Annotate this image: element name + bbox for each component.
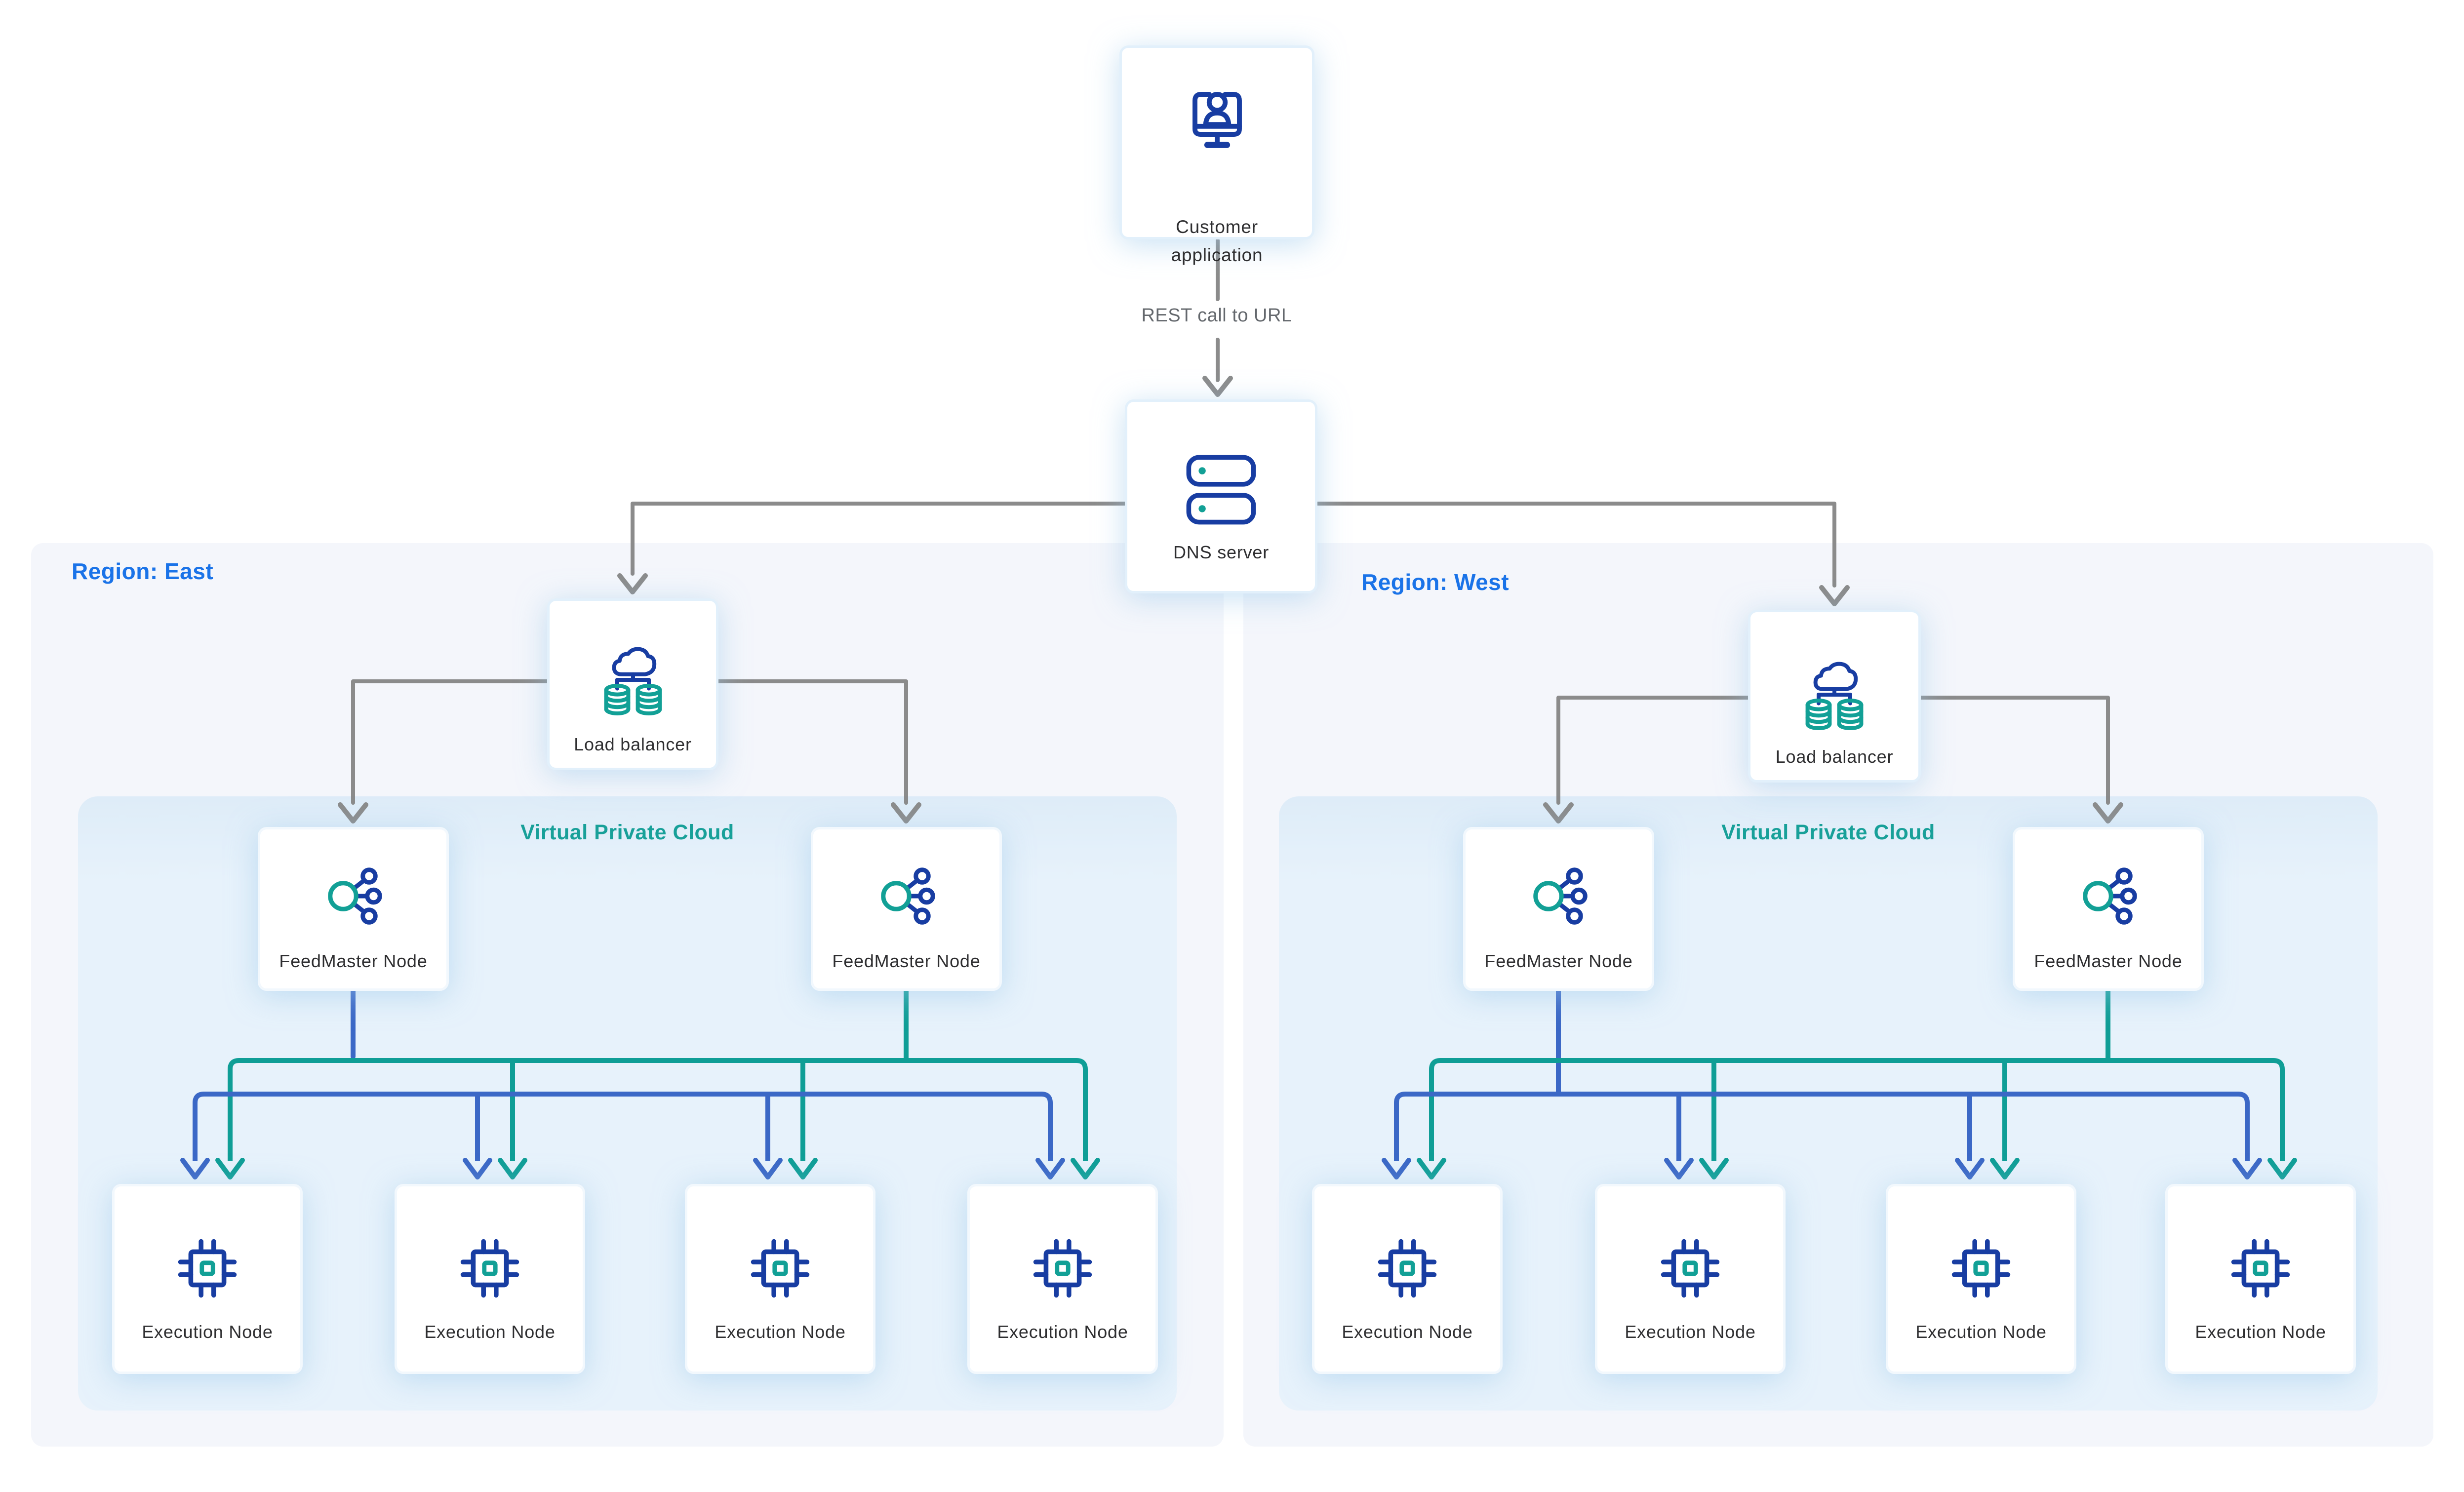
arrow-blue-en-west-3 — [1955, 1158, 1985, 1179]
node-feedmaster-west-1: FeedMaster Node — [1463, 827, 1654, 991]
node-customer-application: Customer application — [1119, 45, 1314, 265]
arrow-teal-en-west-4 — [2267, 1158, 2297, 1179]
arrow-blue-en-east-4 — [1035, 1158, 1065, 1179]
node-execution-east-1: Execution Node — [112, 1184, 303, 1374]
arrow-teal-en-west-2 — [1699, 1158, 1729, 1179]
edge-lb-east-to-fm-east-2 — [716, 679, 908, 805]
edge-lb-east-to-fm-east-1 — [351, 679, 549, 805]
edge-lb-west-to-fm-west-2-arrowhead — [2093, 802, 2123, 824]
feedmaster-node-icon — [2071, 859, 2146, 933]
load-balancer-icon — [1795, 659, 1874, 738]
node-label: DNS server — [1173, 542, 1270, 562]
execution-node-icon — [2221, 1229, 2300, 1308]
arrow-blue-en-east-2 — [463, 1158, 492, 1179]
edge-lb-east-to-fm-east-2-arrowhead — [891, 802, 921, 824]
arrow-blue-en-east-1 — [180, 1158, 210, 1179]
node-label: Execution Node — [997, 1322, 1128, 1342]
bus-blue-east — [193, 1092, 1053, 1161]
execution-node-icon — [1942, 1229, 2021, 1308]
node-label: Execution Node — [1915, 1322, 2047, 1342]
node-label: FeedMaster Node — [2034, 951, 2183, 971]
region-west-label: Region: West — [1361, 569, 1510, 595]
node-execution-east-2: Execution Node — [395, 1184, 585, 1374]
execution-node-icon — [168, 1229, 247, 1308]
arrow-teal-en-east-4 — [1071, 1158, 1100, 1179]
bus-blue-west — [1394, 1092, 2250, 1161]
node-label: FeedMaster Node — [1484, 951, 1633, 971]
node-execution-west-3: Execution Node — [1886, 1184, 2076, 1374]
node-execution-east-3: Execution Node — [685, 1184, 875, 1374]
edge-dns-to-lb-west — [1315, 502, 1836, 588]
load-balancer-icon — [594, 644, 673, 723]
edge-lb-west-to-fm-west-1 — [1556, 696, 1750, 805]
execution-node-icon — [1368, 1229, 1447, 1308]
node-execution-west-1: Execution Node — [1312, 1184, 1503, 1374]
node-feedmaster-east-1: FeedMaster Node — [258, 827, 449, 991]
node-label: FeedMaster Node — [832, 951, 981, 971]
vpc-west-label: Virtual Private Cloud — [1721, 821, 1935, 844]
execution-node-icon — [450, 1229, 529, 1308]
arrow-blue-en-west-4 — [2232, 1158, 2262, 1179]
node-load-balancer-east: Load balancer — [547, 598, 718, 770]
edge-dns-to-lb-east-arrowhead — [617, 573, 648, 594]
node-feedmaster-west-2: FeedMaster Node — [2013, 827, 2204, 991]
node-label: Execution Node — [2195, 1322, 2326, 1342]
vpc-east-label: Virtual Private Cloud — [520, 821, 734, 844]
rest-call-label: REST call to URL — [1141, 305, 1292, 326]
arrow-teal-en-east-1 — [215, 1158, 245, 1179]
node-feedmaster-east-2: FeedMaster Node — [811, 827, 1002, 991]
edge-lb-east-to-fm-east-1-arrowhead — [338, 802, 368, 824]
node-execution-west-2: Execution Node — [1595, 1184, 1786, 1374]
node-label: Execution Node — [715, 1322, 846, 1342]
node-label: Execution Node — [1625, 1322, 1756, 1342]
node-load-balancer-west: Load balancer — [1748, 610, 1921, 783]
edge-dns-to-lb-west-arrowhead — [1819, 585, 1850, 606]
node-execution-west-4: Execution Node — [2165, 1184, 2356, 1374]
customer-application-icon — [1173, 77, 1262, 165]
arrow-blue-en-west-1 — [1382, 1158, 1411, 1179]
node-label: Load balancer — [1775, 746, 1894, 767]
arrow-blue-en-east-3 — [753, 1158, 783, 1179]
node-label: Execution Node — [1342, 1322, 1473, 1342]
edge-rest-label-to-dns-arrowhead — [1202, 376, 1233, 397]
execution-node-icon — [741, 1229, 820, 1308]
arrow-blue-en-west-2 — [1664, 1158, 1694, 1179]
bus-teal-west — [1429, 1058, 2285, 1161]
edge-lb-west-to-fm-west-1-arrowhead — [1543, 802, 1574, 824]
node-execution-east-4: Execution Node — [967, 1184, 1158, 1374]
node-label: Load balancer — [574, 734, 692, 754]
node-dns-server: DNS server — [1125, 399, 1317, 593]
execution-node-icon — [1651, 1229, 1730, 1308]
node-label: Execution Node — [142, 1322, 273, 1342]
arrow-teal-en-east-3 — [788, 1158, 818, 1179]
feedmaster-node-icon — [1522, 859, 1596, 933]
bus-teal-east — [228, 1058, 1088, 1161]
dns-server-icon — [1182, 450, 1261, 529]
edge-dns-to-lb-east — [631, 502, 1127, 576]
execution-node-icon — [1023, 1229, 1102, 1308]
arrow-teal-en-west-1 — [1417, 1158, 1446, 1179]
arrow-teal-en-east-2 — [498, 1158, 527, 1179]
feedmaster-node-icon — [870, 859, 944, 933]
arrow-teal-en-west-3 — [1990, 1158, 2020, 1179]
edge-lb-west-to-fm-west-2 — [1919, 696, 2110, 805]
node-label: Customer application — [1171, 217, 1263, 265]
region-east-label: Region: East — [72, 558, 214, 584]
node-label: FeedMaster Node — [279, 951, 428, 971]
feedmaster-node-icon — [317, 859, 391, 933]
node-label: Execution Node — [424, 1322, 556, 1342]
